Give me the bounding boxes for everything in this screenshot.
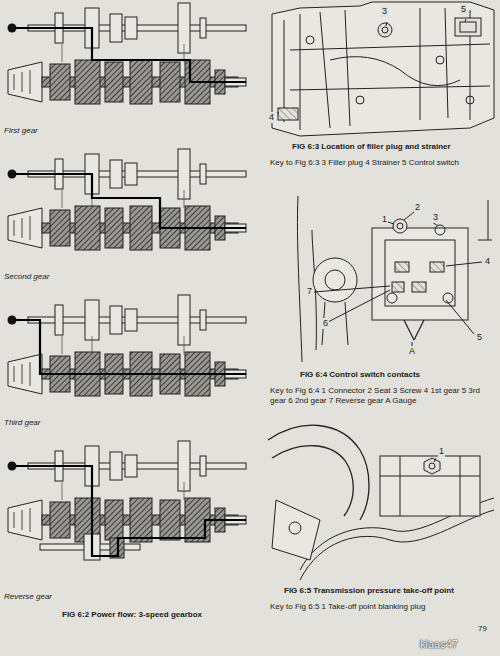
- page-number: 79: [478, 624, 487, 634]
- gearbox-casing: [272, 2, 494, 136]
- gearbox-section: [8, 3, 247, 104]
- gearbox-section: [8, 441, 247, 560]
- callout-number: 4: [484, 256, 491, 267]
- watermark: klaas47: [420, 638, 458, 651]
- figure-key: Key to Fig 6:3 3 Filler plug 4 Strainer …: [270, 158, 492, 168]
- callout-number: 1: [381, 214, 388, 225]
- figure-key: Key to Fig 6:5 1 Take-off point blanking…: [270, 602, 492, 612]
- callout-number: 1: [438, 446, 445, 457]
- callout-number: 6: [322, 318, 329, 329]
- caption: Third gear: [4, 418, 40, 428]
- pressure-take-off: [268, 425, 494, 580]
- figure-caption: FIG 6:5 Transmission pressure take-off p…: [284, 586, 454, 596]
- caption: Reverse gear: [4, 592, 52, 602]
- callout-number: 4: [268, 112, 275, 123]
- caption: First gear: [4, 126, 38, 136]
- callout-number: 5: [460, 4, 467, 15]
- figure-caption: FIG 6:3 Location of filler plug and stra…: [292, 142, 451, 152]
- figure-caption: FIG 6:2 Power flow: 3-speed gearbox: [62, 610, 202, 620]
- control-switch: [297, 196, 492, 362]
- callout-number: 2: [414, 202, 421, 213]
- figure-caption: FIG 6:4 Control switch contacts: [300, 370, 420, 380]
- gearbox-section: [8, 149, 247, 250]
- callout-number: 3: [381, 6, 388, 17]
- callout-number: 3: [432, 212, 439, 223]
- callout-number: 5: [476, 332, 483, 343]
- gearbox-section: [8, 295, 247, 396]
- figure-key: Key to Fig 6:4 1 Connector 2 Seat 3 Scre…: [270, 386, 492, 405]
- callout-number: 7: [306, 286, 313, 297]
- callout-number: A: [408, 346, 416, 357]
- caption: Second gear: [4, 272, 49, 282]
